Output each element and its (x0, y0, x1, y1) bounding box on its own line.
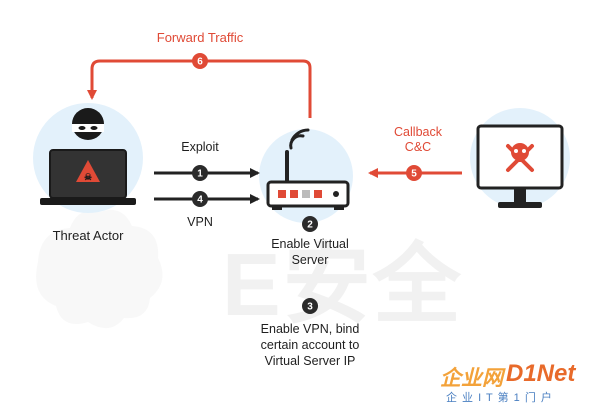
router-icon (266, 128, 350, 210)
callback-step-badge: 5 (411, 169, 417, 180)
edge-callback: 5 (368, 165, 462, 181)
step3-circle (302, 298, 318, 314)
logo-cn-watermark: 企业网 (440, 367, 503, 390)
edge-vpn: 4 (154, 191, 260, 207)
router-step-badge: 2 (307, 220, 313, 231)
step3-badge: 3 (307, 302, 313, 313)
center-watermark: E安全 (222, 235, 463, 334)
logo-tagline-watermark: 企 业 I T 第 1 门 户 (446, 392, 553, 404)
left-watermark (36, 209, 163, 329)
edge-forward-traffic: 6 (87, 53, 312, 118)
exploit-step-badge: 1 (197, 169, 203, 180)
skull-crossbones-icon (506, 143, 534, 172)
forward-traffic-label: Forward Traffic (156, 30, 244, 45)
router-step-circle (302, 216, 318, 232)
threat-actor-icon: ☠ (40, 108, 136, 205)
vpn-step-badge: 4 (197, 195, 203, 206)
vpn-label: VPN (187, 215, 213, 229)
router-label: Enable Virtual Server (271, 237, 349, 267)
forward-step-badge: 6 (197, 57, 203, 68)
svg-text:☠: ☠ (84, 172, 92, 182)
logo-en-watermark: D1Net (506, 360, 576, 387)
threat-actor-label: Threat Actor (52, 228, 124, 243)
edge-exploit: 1 (154, 165, 260, 181)
callback-label: Callback C&C (394, 125, 442, 154)
step3-label: Enable VPN, bind certain account to Virt… (260, 322, 360, 368)
exploit-label: Exploit (181, 140, 219, 154)
